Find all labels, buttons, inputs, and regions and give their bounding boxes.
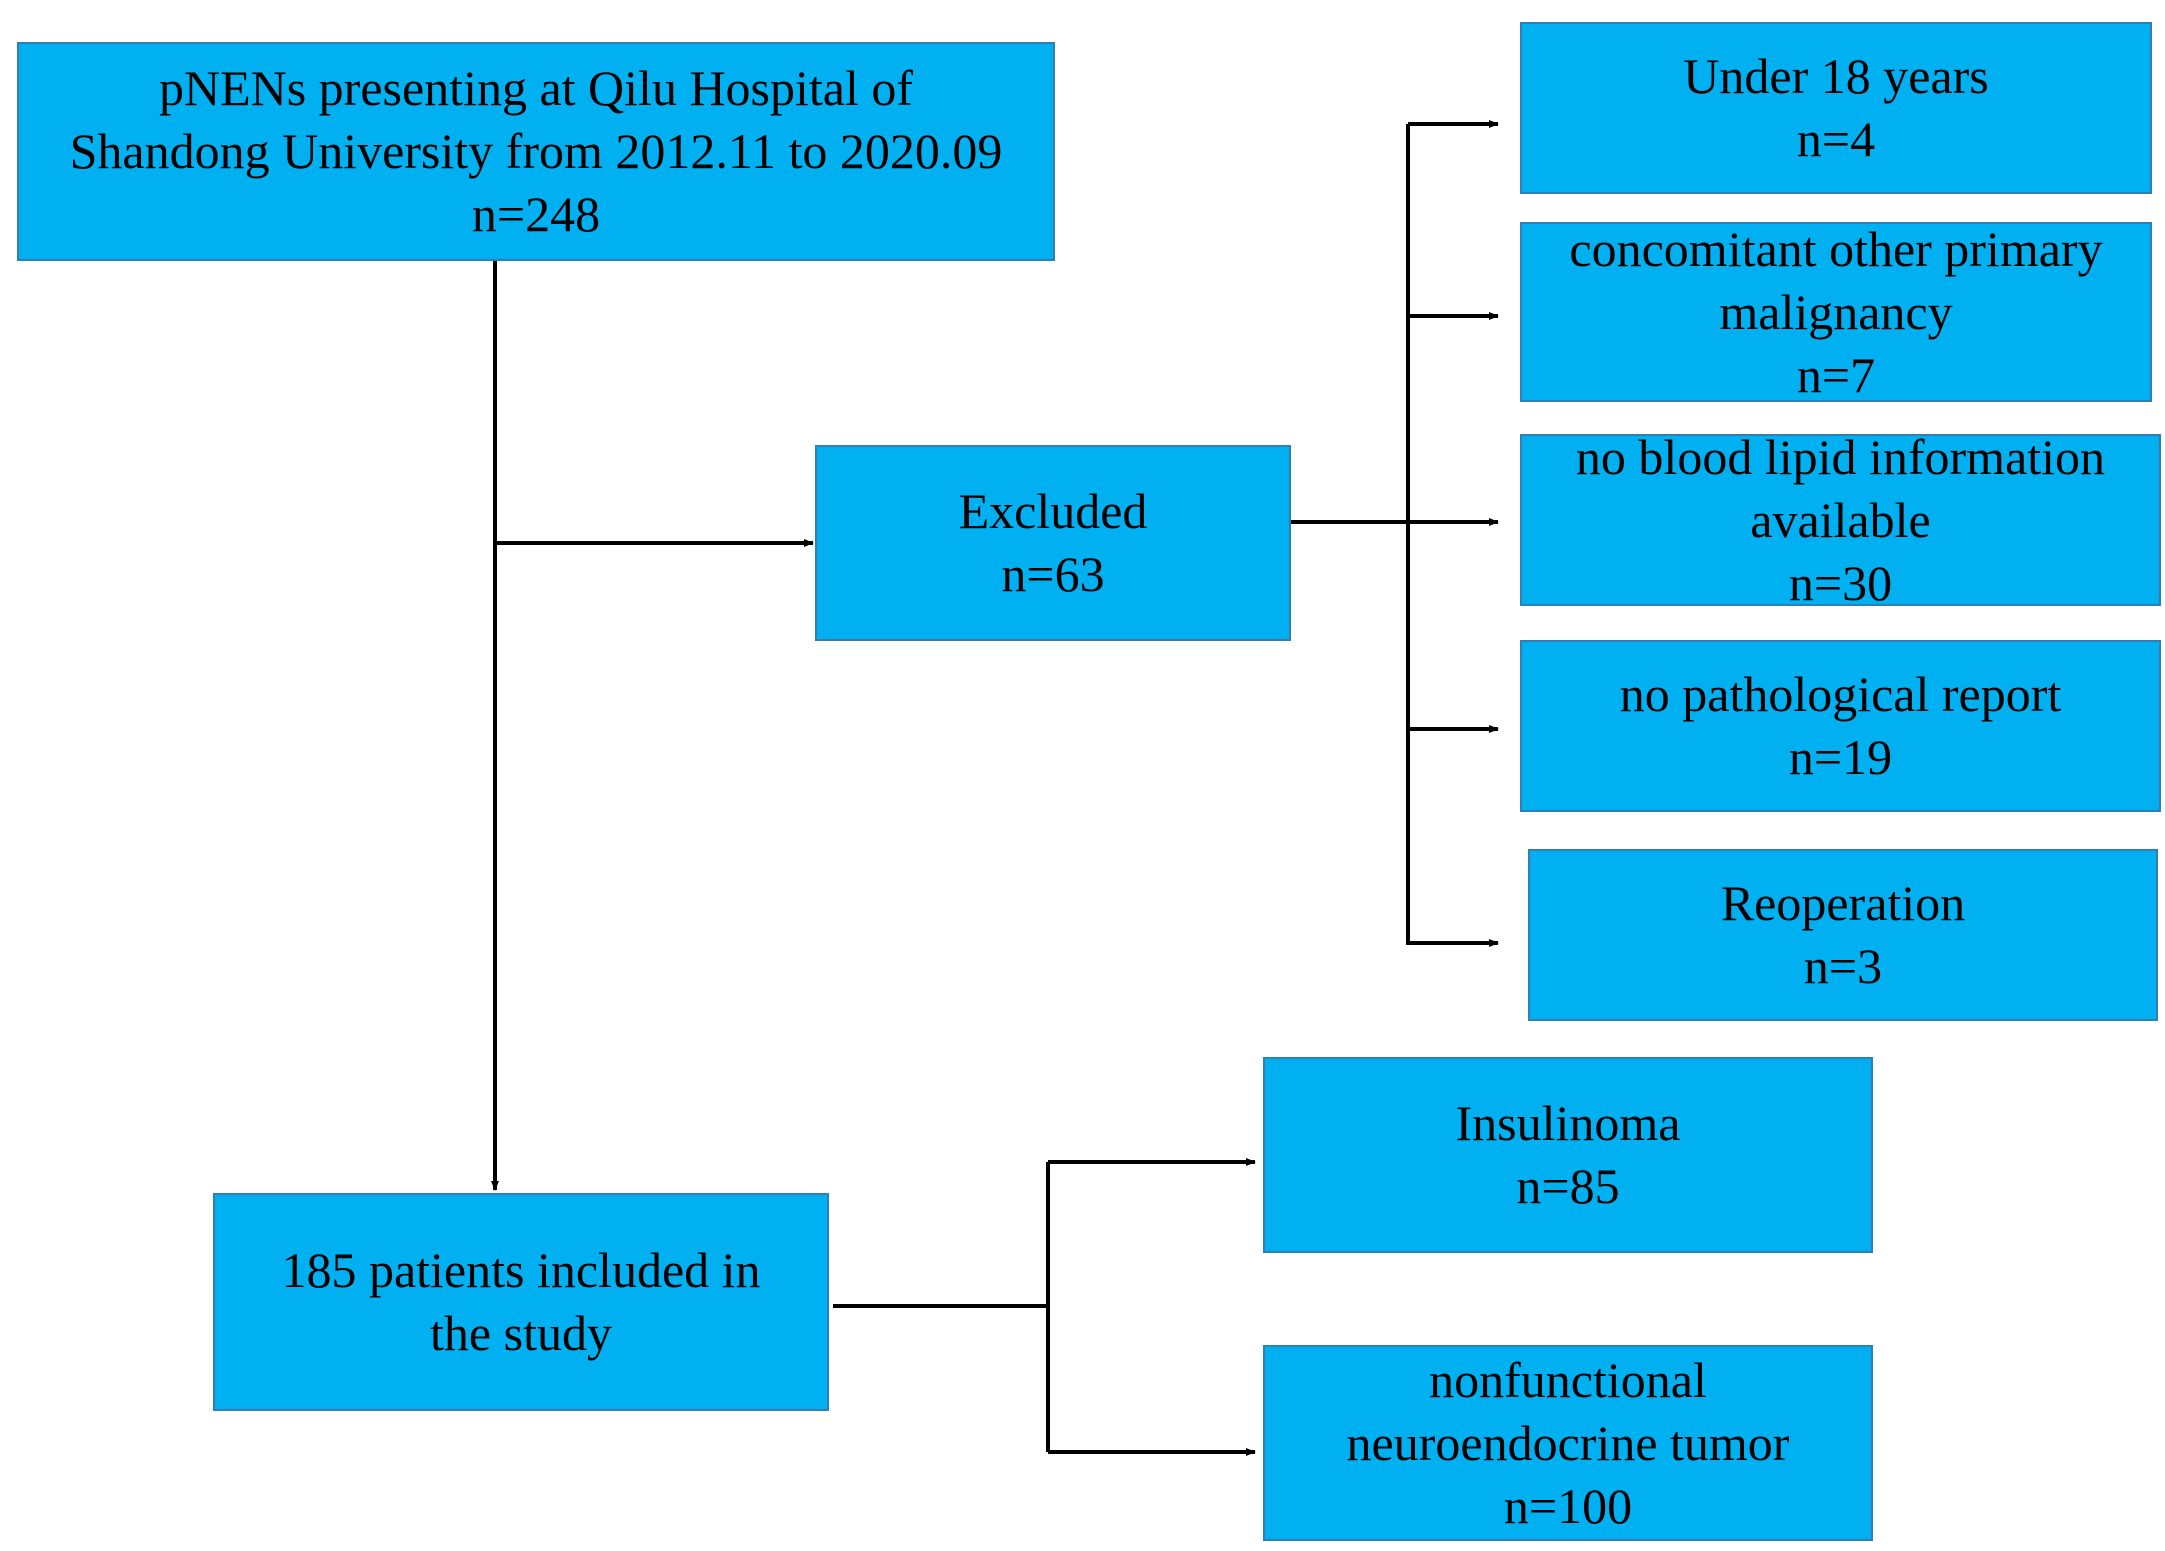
nonfunctional-box: nonfunctional neuroendocrine tumor n=100 [1263, 1345, 1873, 1541]
no-pathology-label: no pathological report [1619, 666, 2062, 722]
no-lipid-count: n=30 [1788, 554, 1893, 611]
excluded-box: Excluded n=63 [815, 445, 1291, 641]
nonfunctional-count: n=100 [1503, 1477, 1633, 1534]
insulinoma-count: n=85 [1516, 1158, 1620, 1214]
reoperation-label: Reoperation [1720, 875, 1966, 931]
no-lipid-box: no blood lipid information available n=3… [1520, 429, 2161, 611]
nonfunctional-line-1: nonfunctional [1429, 1351, 1707, 1408]
source-line-2: Shandong University from 2012.11 to 2020… [69, 123, 1003, 179]
no-lipid-line-2: available [1750, 491, 1931, 548]
source-population-box: pNENs presenting at Qilu Hospital of Sha… [17, 42, 1055, 261]
reoperation-box: Reoperation n=3 [1528, 849, 2158, 1021]
under18-label: Under 18 years [1683, 48, 1989, 104]
source-line-1: pNENs presenting at Qilu Hospital of [158, 60, 914, 116]
insulinoma-label: Insulinoma [1455, 1095, 1681, 1151]
reoperation-count: n=3 [1803, 938, 1883, 994]
under18-count: n=4 [1796, 111, 1876, 167]
malignancy-line-2: malignancy [1719, 283, 1953, 340]
no-pathology-count: n=19 [1788, 729, 1893, 785]
nonfunctional-line-2: neuroendocrine tumor [1346, 1414, 1790, 1471]
excluded-label: Excluded [958, 483, 1148, 539]
malignancy-box: concomitant other primary malignancy n=7 [1520, 221, 2152, 403]
malignancy-line-1: concomitant other primary [1569, 220, 2103, 277]
malignancy-count: n=7 [1796, 346, 1876, 403]
included-box: 185 patients included in the study [213, 1193, 829, 1411]
excluded-count: n=63 [1001, 546, 1105, 602]
no-lipid-line-1: no blood lipid information [1575, 428, 2106, 485]
under18-box: Under 18 years n=4 [1520, 22, 2152, 194]
included-line-2: the study [430, 1305, 612, 1361]
included-line-1: 185 patients included in [281, 1242, 761, 1298]
no-pathology-box: no pathological report n=19 [1520, 640, 2161, 812]
source-count: n=248 [471, 186, 601, 242]
insulinoma-box: Insulinoma n=85 [1263, 1057, 1873, 1253]
